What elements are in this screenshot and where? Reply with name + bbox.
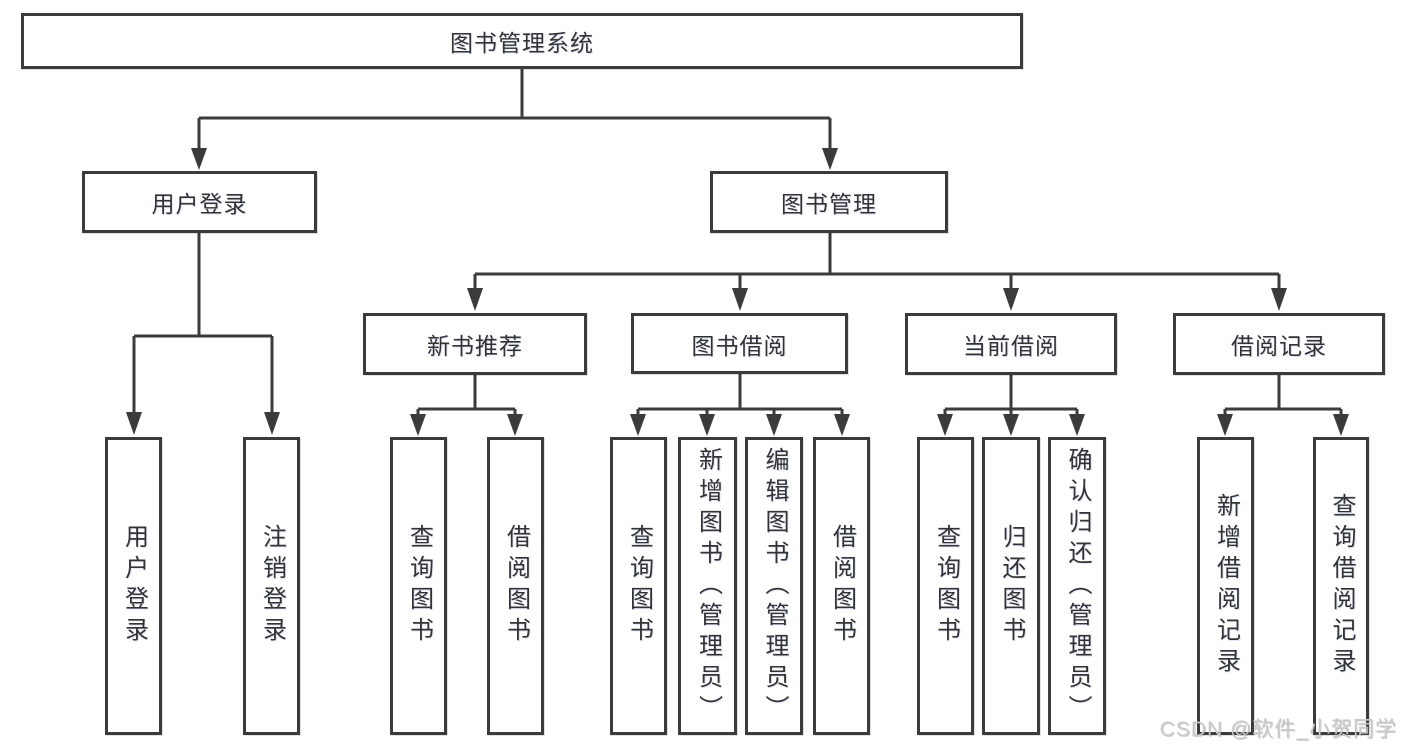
leaf-recommend-borrow-books: 借阅图书 bbox=[487, 437, 544, 735]
node-new-book-recommend: 新书推荐 bbox=[363, 313, 587, 375]
leaf-add-books-admin: 新增图书（管理员） bbox=[678, 437, 737, 735]
node-book-management: 图书管理 bbox=[710, 171, 948, 233]
connector-book-management-children bbox=[467, 233, 1287, 311]
connector-current-borrow-children bbox=[937, 375, 1085, 436]
connector-user-login-children bbox=[126, 233, 280, 435]
arrowhead-new-book-recommend bbox=[467, 288, 483, 311]
leaf-logout-label: 注销登录 bbox=[258, 524, 286, 648]
leaf-add-borrow-record-label: 新增借阅记录 bbox=[1212, 493, 1240, 679]
connector-root-to-level2 bbox=[191, 69, 838, 170]
leaf-add-borrow-record: 新增借阅记录 bbox=[1197, 437, 1254, 735]
node-borrow-records-label: 借阅记录 bbox=[1231, 333, 1327, 359]
node-user-login-label: 用户登录 bbox=[151, 191, 248, 217]
leaf-recommend-query-books: 查询图书 bbox=[390, 437, 447, 735]
node-root: 图书管理系统 bbox=[21, 13, 1023, 69]
leaf-edit-books-admin: 编辑图书（管理员） bbox=[745, 437, 803, 735]
arrowhead-leaf-logout bbox=[264, 412, 280, 435]
leaf-return-books: 归还图书 bbox=[982, 437, 1040, 735]
leaf-borrow-query-books-label: 查询图书 bbox=[625, 524, 653, 648]
leaf-add-books-admin-label: 新增图书（管理员） bbox=[694, 446, 722, 726]
leaf-current-query-books: 查询图书 bbox=[917, 437, 974, 735]
node-root-label: 图书管理系统 bbox=[450, 30, 594, 56]
leaf-borrow-books-label: 借阅图书 bbox=[828, 524, 856, 648]
leaf-confirm-return-admin-label: 确认归还（管理员） bbox=[1064, 446, 1091, 726]
leaf-confirm-return-admin: 确认归还（管理员） bbox=[1048, 437, 1106, 735]
leaf-user-login: 用户登录 bbox=[105, 437, 162, 735]
arrowhead-book-management bbox=[822, 148, 838, 170]
node-borrow-records: 借阅记录 bbox=[1173, 313, 1385, 375]
csdn-watermark: CSDN @软件_小贺同学 bbox=[1159, 718, 1397, 741]
leaf-recommend-query-books-label: 查询图书 bbox=[405, 524, 433, 648]
leaf-borrow-books: 借阅图书 bbox=[813, 437, 870, 735]
arrowhead-book-borrow bbox=[732, 288, 748, 311]
connector-book-borrow-children bbox=[630, 374, 850, 436]
arrowhead-borrow-records bbox=[1271, 288, 1287, 311]
leaf-logout: 注销登录 bbox=[243, 437, 300, 735]
arrowhead-user-login bbox=[191, 148, 207, 170]
connector-borrow-records-children bbox=[1217, 375, 1349, 436]
leaf-edit-books-admin-label: 编辑图书（管理员） bbox=[761, 446, 788, 726]
node-book-borrow: 图书借阅 bbox=[631, 313, 848, 374]
leaf-user-login-label: 用户登录 bbox=[120, 524, 148, 648]
leaf-query-borrow-record: 查询借阅记录 bbox=[1313, 437, 1369, 735]
node-book-management-label: 图书管理 bbox=[781, 191, 877, 217]
node-new-book-recommend-label: 新书推荐 bbox=[427, 333, 523, 359]
connector-new-book-recommend-children bbox=[410, 375, 523, 436]
leaf-return-books-label: 归还图书 bbox=[998, 524, 1025, 648]
arrowhead-leaf-user-login bbox=[126, 412, 142, 435]
arrowhead-current-borrow bbox=[1003, 288, 1019, 311]
node-current-borrow-label: 当前借阅 bbox=[963, 333, 1059, 359]
leaf-current-query-books-label: 查询图书 bbox=[932, 524, 960, 648]
leaf-query-borrow-record-label: 查询借阅记录 bbox=[1328, 493, 1355, 679]
leaf-recommend-borrow-books-label: 借阅图书 bbox=[502, 524, 530, 648]
node-book-borrow-label: 图书借阅 bbox=[691, 332, 788, 359]
node-current-borrow: 当前借阅 bbox=[905, 313, 1117, 375]
leaf-borrow-query-books: 查询图书 bbox=[610, 437, 667, 735]
node-user-login: 用户登录 bbox=[82, 171, 317, 233]
